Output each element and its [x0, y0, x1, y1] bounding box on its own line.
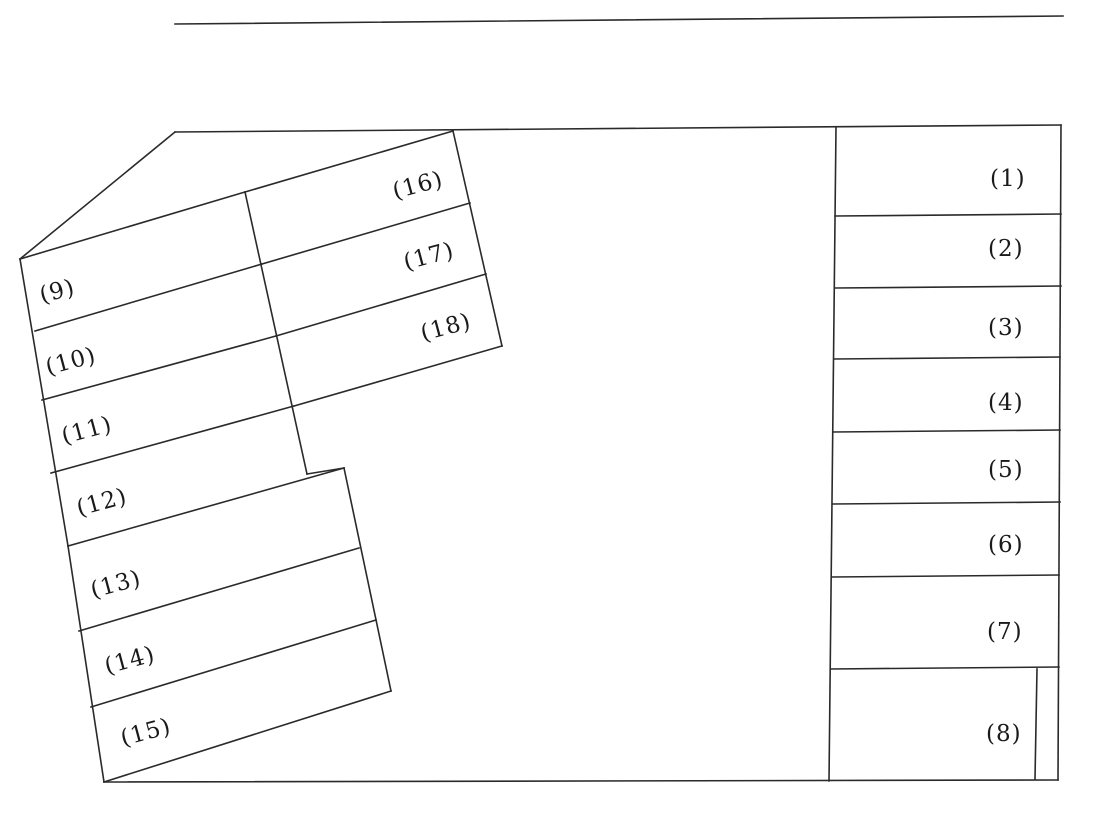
- divider-17-18: [275, 273, 487, 337]
- right-lot-column: [828, 126, 1062, 782]
- divider-2-3: [834, 285, 1062, 289]
- lot-label-4: (4): [988, 390, 1024, 416]
- divider-13-14: [78, 547, 360, 632]
- boundary-bevel: [18, 130, 177, 261]
- divider-12-13: [67, 467, 345, 547]
- divider-bottom-18: [293, 345, 503, 407]
- lot-label-13: (13): [88, 565, 144, 603]
- divider-10-11: [41, 335, 277, 401]
- left-lot-block-lower: [67, 467, 393, 784]
- lot-label-1: (1): [990, 166, 1026, 192]
- left-lot-block-upper: [19, 191, 308, 547]
- right-column-left-edge: [828, 126, 837, 782]
- lot-label-12: (12): [74, 483, 130, 521]
- lot-label-11: (11): [59, 411, 115, 449]
- lot-label-10: (10): [43, 342, 99, 380]
- lot-label-18: (18): [418, 308, 474, 346]
- boundary-top: [174, 124, 1062, 133]
- divider-top-9: [19, 191, 246, 260]
- upper-lot-block: [244, 130, 503, 407]
- lot-label-14: (14): [102, 641, 158, 679]
- divider-11-12: [50, 405, 295, 474]
- left-edge-upper: [19, 258, 69, 547]
- lot-8-inner-line: [1034, 668, 1038, 780]
- lot-label-15: (15): [118, 713, 174, 751]
- divider-1-2: [834, 213, 1062, 217]
- lot-label-9: (9): [37, 274, 78, 308]
- top-rule: [174, 15, 1064, 25]
- divider-9-10: [34, 263, 263, 332]
- inner-divider-vertical: [244, 191, 308, 475]
- lot-label-8: (8): [986, 721, 1022, 747]
- lower-block-right-edge: [343, 467, 392, 692]
- block-right-edge: [452, 130, 503, 347]
- divider-5-6: [832, 501, 1061, 505]
- divider-top-16: [244, 130, 454, 193]
- site-boundary: [18, 124, 1062, 783]
- lot-label-2: (2): [988, 236, 1024, 262]
- lot-label-3: (3): [988, 315, 1024, 341]
- boundary-right: [1057, 124, 1062, 781]
- lot-label-17: (17): [401, 237, 457, 275]
- boundary-bottom: [103, 779, 1059, 783]
- divider-16-17: [261, 202, 471, 265]
- lot-label-7: (7): [987, 619, 1023, 645]
- lot-label-16: (16): [390, 166, 446, 204]
- divider-bottom-15: [102, 689, 393, 784]
- divider-14-15: [90, 619, 377, 708]
- lot-label-5: (5): [988, 457, 1024, 483]
- left-edge-lower: [67, 545, 105, 783]
- lot-label-6: (6): [988, 532, 1024, 558]
- divider-7-8: [830, 666, 1060, 670]
- divider-6-7: [831, 574, 1060, 578]
- divider-3-4: [833, 356, 1061, 360]
- divider-top-right: [306, 467, 345, 475]
- divider-4-5: [832, 429, 1061, 433]
